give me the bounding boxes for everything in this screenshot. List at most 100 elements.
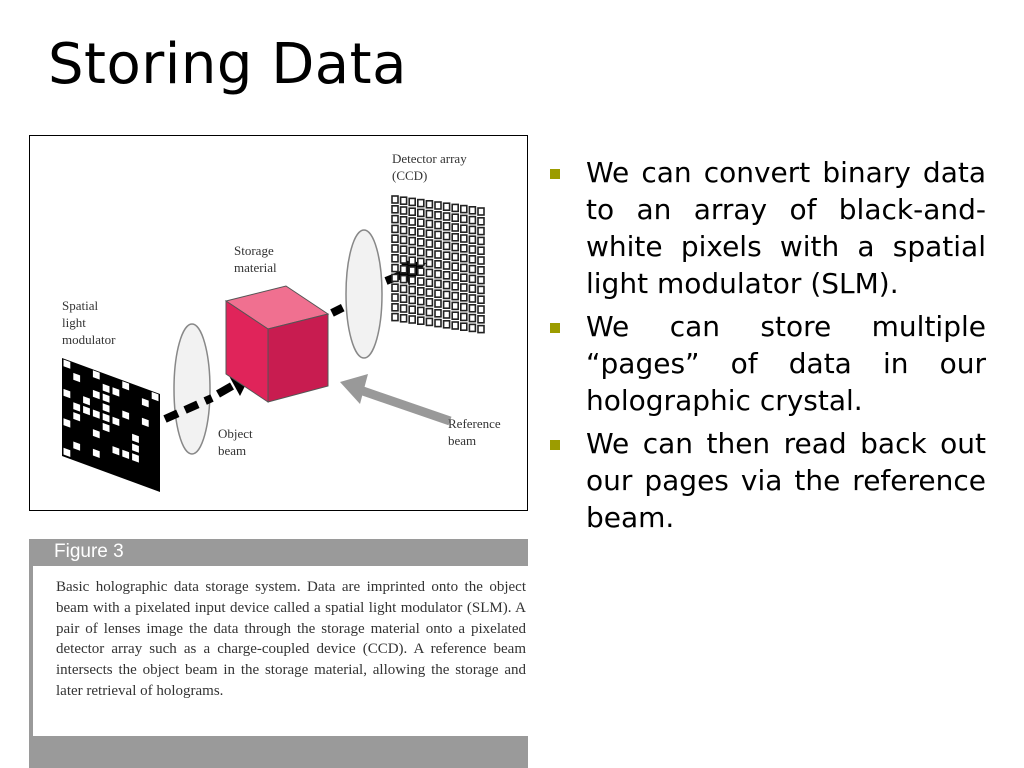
ccd-pixel (391, 263, 399, 273)
ccd-pixel (408, 266, 417, 275)
ccd-pixel (425, 249, 434, 258)
ccd-pixel (399, 314, 408, 323)
ccd-pixel (434, 211, 442, 220)
slm-pixel-grid (62, 358, 160, 492)
slide-title: Storing Data (48, 32, 407, 97)
ccd-pixel (399, 294, 408, 303)
slm-pixel (102, 403, 110, 413)
ccd-pixel (459, 322, 468, 331)
bullet-text: We can store multiple “pages” of data in… (586, 310, 986, 417)
ccd-pixel (434, 289, 442, 298)
ccd-pixel (399, 274, 408, 284)
slm-pixel (102, 413, 110, 423)
ccd-pixel (416, 208, 425, 218)
ccd-pixel (434, 240, 442, 249)
ccd-pixel (451, 213, 460, 222)
ccd-pixel (459, 283, 468, 292)
ccd-pixel (391, 254, 399, 263)
square-bullet-icon (550, 169, 560, 179)
ccd-pixel (425, 229, 434, 238)
ccd-pixel (468, 264, 477, 274)
ccd-pixel (451, 321, 460, 330)
ccd-detector-grid (391, 195, 485, 334)
slm-label-2: light (62, 315, 86, 330)
ccd-pixel (425, 288, 434, 297)
ccd-pixel (425, 200, 434, 209)
ccd-pixel (416, 306, 425, 316)
ccd-pixel (408, 285, 417, 295)
ccd-pixel (408, 197, 417, 207)
ccd-pixel (416, 218, 425, 227)
ccd-pixel (408, 207, 417, 216)
ccd-pixel (425, 307, 434, 317)
ccd-pixel (459, 273, 468, 282)
reference-beam-arrow (340, 374, 452, 426)
ccd-pixel (408, 256, 417, 265)
ccd-pixel (477, 266, 485, 275)
ccd-pixel (468, 323, 477, 333)
ccd-pixel (442, 320, 451, 329)
ccd-pixel (391, 303, 399, 312)
storage-label-2: material (234, 260, 277, 275)
ccd-pixel (477, 246, 485, 255)
ccd-pixel (459, 293, 468, 302)
ccd-pixel (416, 277, 425, 286)
ccd-pixel (408, 295, 417, 305)
ccd-pixel (459, 224, 468, 233)
ccd-pixel (391, 234, 399, 243)
ccd-pixel (391, 195, 399, 204)
ccd-pixel (468, 225, 477, 235)
ccd-pixel (459, 234, 468, 243)
ccd-pixel (477, 305, 485, 314)
ccd-pixel (468, 245, 477, 254)
slm-pixel (83, 396, 90, 406)
bullet-item: We can then read back out our pages via … (548, 425, 986, 536)
slm-pixel (92, 409, 100, 419)
ccd-pixel (442, 290, 451, 300)
figure-caption-box: Basic holographic data storage system. D… (29, 566, 528, 736)
ccd-pixel (416, 247, 425, 257)
ccd-pixel (442, 251, 451, 260)
ccd-pixel (399, 216, 408, 225)
ccd-pixel (408, 246, 417, 256)
slm-pixel (141, 417, 149, 427)
ccd-pixel (477, 217, 485, 226)
reference-beam-label-1: Reference (448, 416, 501, 431)
ccd-pixel (451, 252, 460, 262)
ccd-pixel (399, 304, 408, 313)
ccd-pixel (451, 242, 460, 252)
ccd-pixel (434, 220, 442, 230)
holographic-storage-figure: Detector array (CCD) Storage material Sp… (29, 135, 528, 511)
ccd-pixel (459, 204, 468, 214)
ccd-pixel (391, 205, 399, 214)
detector-label-2: (CCD) (392, 168, 427, 183)
ccd-pixel (442, 310, 451, 319)
ccd-pixel (399, 245, 408, 254)
slm-pixel (92, 370, 100, 380)
storage-crystal (224, 285, 330, 403)
ccd-pixel (391, 312, 399, 322)
ccd-pixel (468, 304, 477, 313)
ccd-pixel (391, 293, 399, 302)
ccd-pixel (408, 227, 417, 236)
ccd-pixel (408, 315, 417, 324)
slm-pixel (73, 402, 81, 412)
crystal-side-face (267, 313, 329, 403)
ccd-pixel (434, 260, 442, 269)
ccd-pixel (399, 284, 408, 294)
object-beam-label-2: beam (218, 443, 246, 458)
ccd-pixel (477, 275, 485, 285)
ccd-pixel (468, 206, 477, 215)
ccd-pixel (468, 274, 477, 284)
ccd-pixel (399, 196, 408, 206)
ccd-pixel (391, 283, 399, 292)
ccd-pixel (391, 224, 399, 234)
first-lens (173, 323, 211, 455)
ccd-pixel (434, 230, 442, 240)
ccd-pixel (442, 280, 451, 290)
ccd-pixel (399, 255, 408, 264)
ccd-pixel (451, 203, 460, 213)
bullet-text: We can convert binary data to an array o… (586, 156, 986, 300)
ccd-pixel (416, 257, 425, 267)
ccd-pixel (425, 258, 434, 268)
